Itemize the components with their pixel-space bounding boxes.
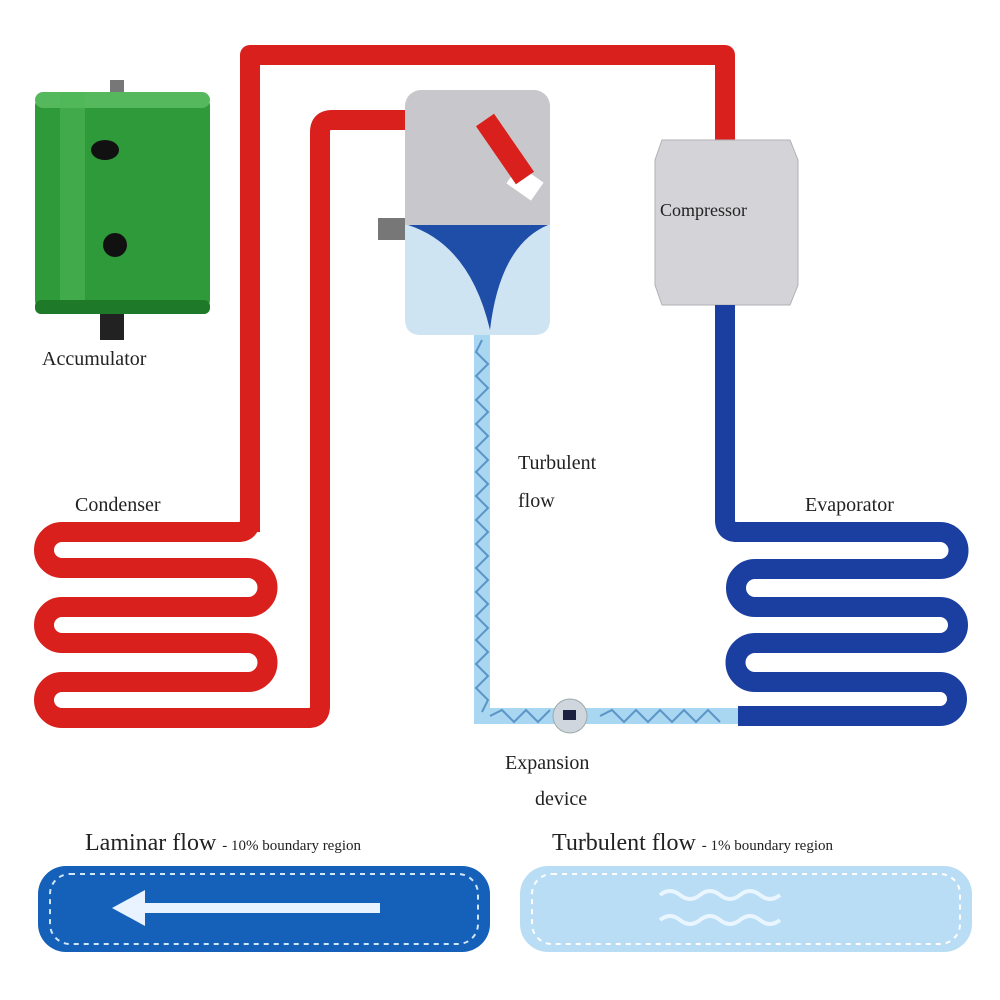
turbulence-zigzag (474, 339, 721, 724)
liquid-line (474, 335, 738, 724)
suction-pipe-and-evaporator-coil (715, 305, 969, 726)
laminar-flow-note: - 10% boundary region (222, 838, 362, 854)
compressor (654, 139, 799, 306)
turbulent-flow-caption: Turbulent flow - 1% boundary region (552, 830, 833, 857)
condenser-label: Condenser (75, 494, 161, 516)
accumulator-tank (35, 80, 210, 340)
turbulent-flow-note: - 1% boundary region (701, 838, 834, 854)
turbulent-flow-label-line1: Turbulent (518, 452, 597, 474)
turbulent-flow-label-line2: flow (518, 490, 555, 512)
hot-discharge-pipe (240, 45, 735, 532)
expansion-label-line1: Expansion (505, 752, 590, 774)
condenser-coil (34, 110, 537, 728)
compressor-label: Compressor (660, 200, 747, 220)
turbulent-flow-tube (520, 866, 972, 952)
expansion-label-line2: device (535, 788, 588, 810)
accumulator-label: Accumulator (42, 348, 147, 370)
laminar-flow-tube (38, 866, 490, 952)
hot-inlet-pipe (475, 113, 535, 185)
laminar-flow-title: Laminar flow (85, 830, 217, 856)
laminar-flow-caption: Laminar flow - 10% boundary region (85, 830, 361, 857)
evaporator-label: Evaporator (805, 494, 894, 516)
turbulent-flow-title: Turbulent flow (552, 830, 696, 856)
expansion-valve (552, 698, 588, 734)
